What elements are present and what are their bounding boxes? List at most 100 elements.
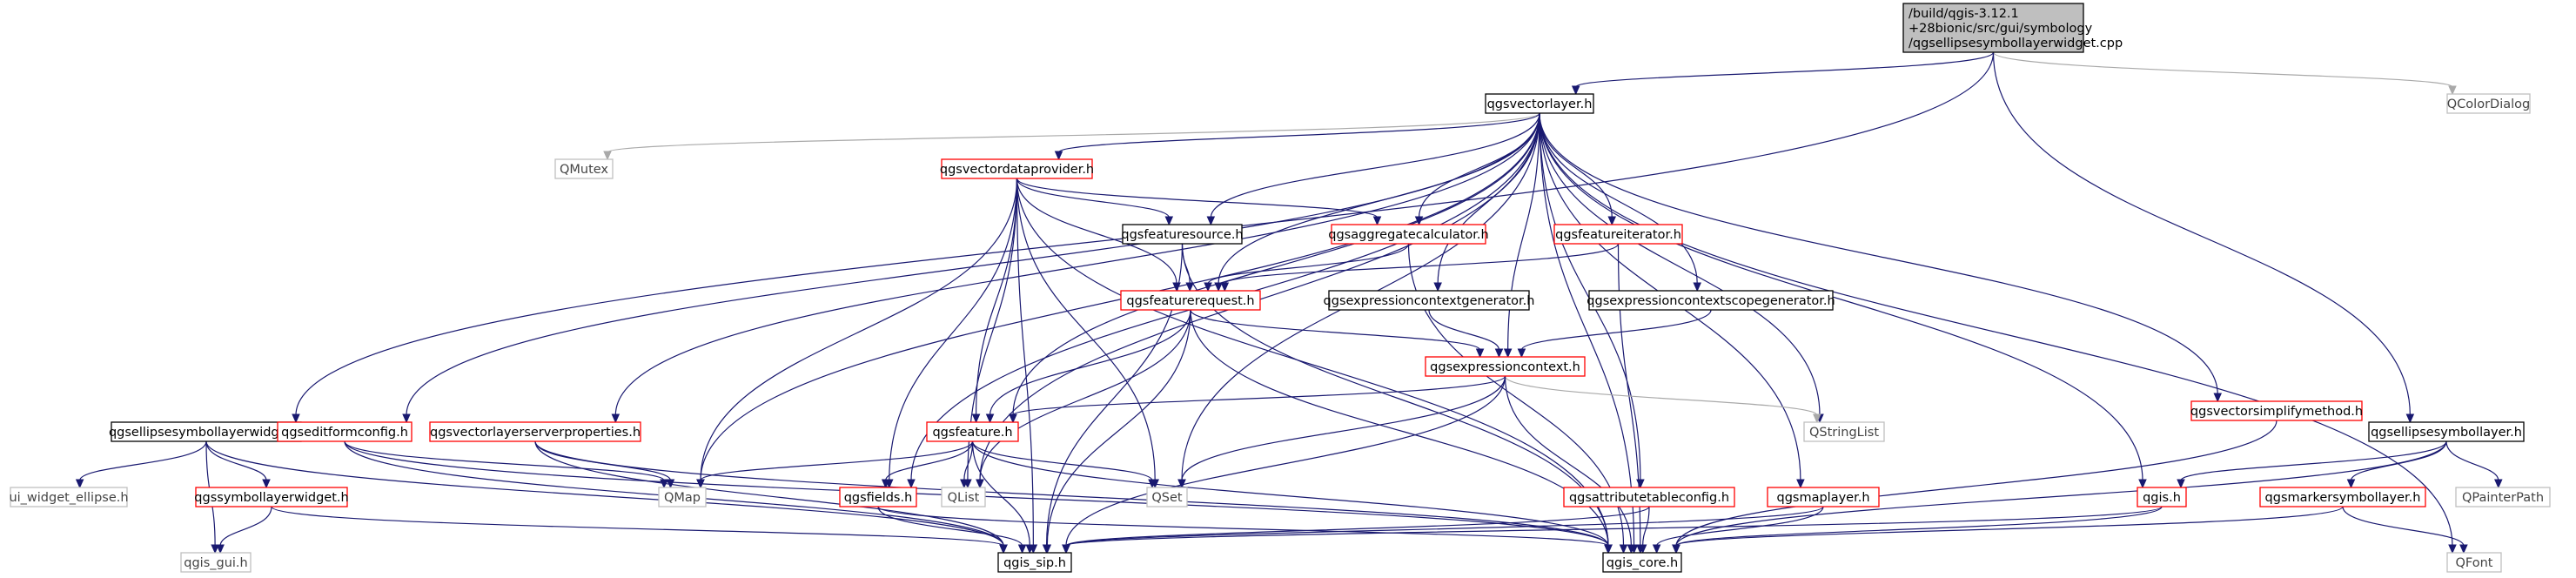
- edge-aggregatecalculator-to-featurerequest: [1207, 243, 1410, 285]
- node-box-qstringlist: [1803, 421, 1885, 442]
- node-qmap[interactable]: QMap: [658, 487, 707, 507]
- node-label-qpainterpath: QPainterPath: [2462, 491, 2544, 505]
- node-qpainterpath[interactable]: QPainterPath: [2455, 487, 2551, 507]
- node-fields[interactable]: qgsfields.h: [839, 487, 917, 507]
- node-qcolordialog[interactable]: QColorDialog: [2446, 93, 2531, 114]
- node-feature[interactable]: qgsfeature.h: [926, 421, 1019, 442]
- node-qgis[interactable]: qgis.h: [2137, 487, 2187, 507]
- arrowhead-featurerequest-to-feature: [985, 413, 995, 424]
- arrowhead-vectorlayer-to-fields: [907, 479, 916, 489]
- node-exprctxgenerator[interactable]: qgsexpressioncontextgenerator.h: [1324, 290, 1535, 311]
- node-label-exprscopegenerator: qgsexpressioncontextscopegenerator.h: [1587, 294, 1835, 308]
- node-vectorlayer[interactable]: qgsvectorlayer.h: [1485, 93, 1594, 114]
- node-label-exprctxgenerator: qgsexpressioncontextgenerator.h: [1324, 294, 1535, 308]
- node-box-qmutex: [554, 158, 614, 179]
- edge-featurerequest-to-qgiscore: [1190, 309, 1609, 547]
- node-label-vectordataprovider: qgsvectordataprovider.h: [940, 163, 1094, 177]
- arrowhead-attributetableconfig-to-qgiscore: [1638, 544, 1647, 554]
- edge-featurerequest-to-expressioncontext: [1190, 309, 1481, 351]
- node-label-aggregatecalculator: qgsaggregatecalculator.h: [1328, 228, 1488, 242]
- arrowhead-aggregatecalculator-to-qgiscore: [1619, 544, 1628, 554]
- node-qgisgui[interactable]: qgis_gui.h: [180, 552, 252, 573]
- node-vectorsimplifymethod[interactable]: qgsvectorsimplifymethod.h: [2190, 400, 2363, 421]
- edge-vectorlayer-to-feature: [1012, 112, 1540, 416]
- arrowhead-aggregatecalculator-to-featurerequest: [1204, 282, 1212, 292]
- node-label-featureiterator: qgsfeatureiterator.h: [1555, 228, 1681, 242]
- node-featurerequest[interactable]: qgsfeaturerequest.h: [1120, 290, 1261, 311]
- node-box-aggregatecalculator: [1331, 224, 1486, 245]
- node-box-serverproperties: [429, 421, 641, 442]
- edge-vectordataprovider-to-fields: [889, 178, 1018, 481]
- edge-feature-to-qset: [971, 440, 1153, 481]
- arrowhead-vectorlayer-to-vectorsimplifymethod: [2213, 393, 2223, 403]
- node-qlist[interactable]: QList: [941, 487, 986, 507]
- arrowhead-vectorlayer-to-serverproperties: [611, 413, 621, 424]
- arrowhead-vectorlayer-to-featurerequest: [1214, 282, 1223, 292]
- node-qset[interactable]: QSet: [1146, 487, 1188, 507]
- node-box-editformconfig: [277, 421, 413, 442]
- node-attributetableconfig[interactable]: qgsattributetableconfig.h: [1563, 487, 1735, 507]
- arrowhead-vectorlayer-to-qmutex: [603, 151, 612, 161]
- node-qfont[interactable]: QFont: [2446, 552, 2502, 573]
- node-box-symbollayerwidget: [195, 487, 348, 507]
- node-qgissip[interactable]: qgis_sip.h: [997, 552, 1072, 573]
- node-maplayer[interactable]: qgsmaplayer.h: [1767, 487, 1880, 507]
- node-box-vectordataprovider: [941, 158, 1093, 179]
- node-label-expressioncontext: qgsexpressioncontext.h: [1430, 360, 1580, 374]
- node-aggregatecalculator[interactable]: qgsaggregatecalculator.h: [1328, 224, 1489, 245]
- node-exprscopegenerator[interactable]: qgsexpressioncontextscopegenerator.h: [1587, 290, 1835, 311]
- node-qgiscore[interactable]: qgis_core.h: [1602, 552, 1682, 573]
- arrowhead-feature-to-qlist: [960, 479, 969, 489]
- edge-attributetableconfig-to-qgiscore: [1642, 506, 1650, 547]
- node-qmutex[interactable]: QMutex: [554, 158, 614, 179]
- edge-vectordataprovider-to-featurerequest: [1016, 178, 1177, 285]
- node-label-vectorlayer: qgsvectorlayer.h: [1487, 97, 1593, 111]
- edge-markersymbollayer-to-qfont: [2342, 506, 2465, 547]
- node-label-qgis: qgis.h: [2143, 491, 2181, 505]
- node-featuresource[interactable]: qgsfeaturesource.h: [1121, 224, 1244, 245]
- edge-symbollayerwidget-to-qgisgui: [219, 506, 272, 547]
- edge-vectordataprovider-to-aggregatecalculator: [1016, 178, 1379, 218]
- arrowhead-vectorlayer-to-maplayer: [1796, 479, 1805, 489]
- edge-fields-to-qgiscore: [877, 506, 1609, 547]
- arrowhead-featureiterator-to-featurerequest: [1220, 282, 1230, 292]
- node-editformconfig[interactable]: qgseditformconfig.h: [277, 421, 413, 442]
- node-symbollayerwidget[interactable]: qgssymbollayerwidget.h: [194, 487, 349, 507]
- arrowhead-featurerequest-to-qlist: [976, 479, 984, 489]
- node-markersymbollayer[interactable]: qgsmarkersymbollayer.h: [2259, 487, 2426, 507]
- edge-expressioncontext-to-feature: [1012, 375, 1506, 416]
- arrowhead-vectorlayer-to-featuresource: [1206, 216, 1216, 226]
- edge-vectorsimplifymethod-to-qgiscore: [1675, 420, 2277, 547]
- node-box-featureiterator: [1553, 224, 1683, 245]
- arrowhead-exprscopegenerator-to-expressioncontext: [1517, 348, 1526, 359]
- node-box-vectorlayer: [1485, 93, 1594, 114]
- edge-exprscopegenerator-to-expressioncontext: [1520, 309, 1712, 351]
- node-qstringlist[interactable]: QStringList: [1803, 421, 1885, 442]
- node-box-qcolordialog: [2446, 93, 2531, 114]
- arrowhead-vectorlayer-to-expressioncontext: [1503, 348, 1513, 359]
- node-serverproperties[interactable]: qgsvectorlayerserverproperties.h: [429, 421, 641, 442]
- node-ellipsewidget[interactable]: qgsellipsesymbollayerwidget.h: [109, 421, 304, 442]
- node-label-ellipselayer: qgsellipsesymbollayer.h: [2371, 426, 2522, 440]
- node-expressioncontext[interactable]: qgsexpressioncontext.h: [1425, 356, 1586, 377]
- node-ellipselayer[interactable]: qgsellipsesymbollayer.h: [2368, 421, 2525, 442]
- arrowhead-vectorlayer-to-vectordataprovider: [1054, 151, 1063, 161]
- node-vectordataprovider[interactable]: qgsvectordataprovider.h: [940, 158, 1094, 179]
- node-root[interactable]: /build/qgis-3.12.1+28bionic/src/gui/symb…: [1902, 3, 2123, 53]
- node-featureiterator[interactable]: qgsfeatureiterator.h: [1553, 224, 1683, 245]
- edge-vectordataprovider-to-qgiscore: [1016, 178, 1609, 547]
- edge-ellipselayer-to-markersymbollayer: [2350, 440, 2447, 481]
- edge-feature-to-fields: [885, 440, 974, 481]
- edge-vectorlayer-to-exprctxgenerator: [1437, 112, 1540, 285]
- node-box-qlist: [941, 487, 986, 507]
- node-label-qmap: QMap: [664, 491, 701, 505]
- arrowhead-expressioncontext-to-qstringlist: [1813, 413, 1821, 424]
- edge-vectorlayer-to-exprscopegenerator: [1539, 112, 1698, 285]
- arrowhead-markersymbollayer-to-qgiscore: [1672, 544, 1680, 554]
- node-label-root-line-3: /qgsellipsesymbollayerwidget.cpp: [1909, 37, 2123, 50]
- edge-root-to-vectorlayer: [1575, 51, 1995, 88]
- edge-featureiterator-to-featurerequest: [1224, 243, 1620, 285]
- edge-qgis-to-qgiscore: [1675, 506, 2163, 547]
- arrowhead-feature-to-fields: [881, 479, 890, 489]
- node-uiwidget[interactable]: ui_widget_ellipse.h: [9, 487, 129, 507]
